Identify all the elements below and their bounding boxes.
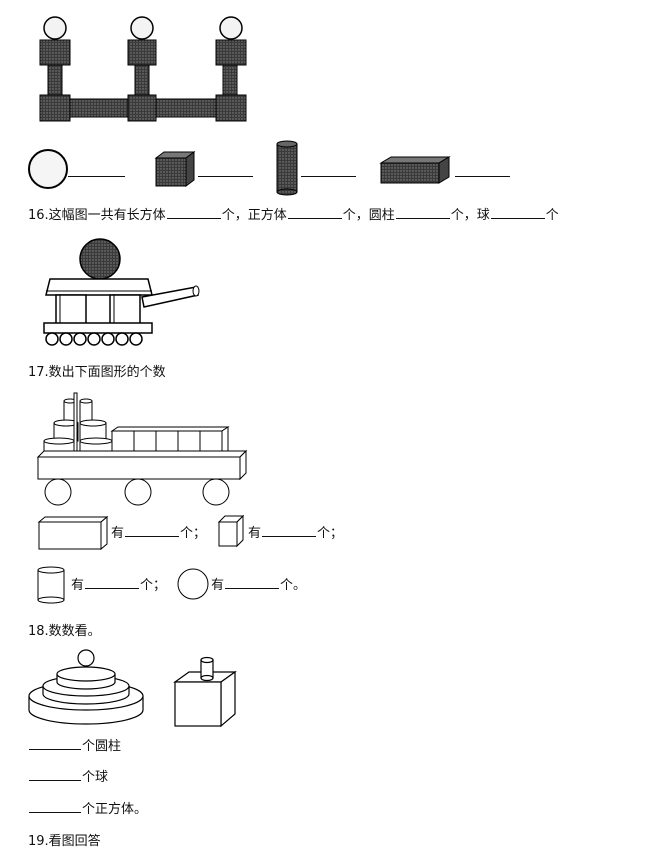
q16-cylinder-blank[interactable] [395, 217, 450, 219]
q18-title: 18.数数看。 [28, 624, 101, 639]
cylinder-answer-blank[interactable] [301, 176, 356, 177]
q16-text: 16.这幅图一共有长方体个，正方体个，圆柱个，球个 [28, 208, 559, 223]
q17-cube-row: 有个； [248, 526, 344, 541]
cube-outline-icon [217, 514, 245, 548]
q17-title: 17.数出下面图形的个数 [28, 365, 166, 380]
q17-sphere-row: 有个。 [211, 578, 307, 593]
q18-sphere-row: 个球 [28, 770, 108, 786]
q19-title: 19.看图回答 [28, 834, 101, 849]
q18-cylinder-blank[interactable] [29, 748, 81, 750]
block-structure-figure [39, 16, 247, 122]
stacked-cylinders-figure [28, 649, 144, 725]
q18-sphere-blank[interactable] [29, 779, 81, 781]
cylinder-outline-icon [37, 566, 65, 604]
cuboid-answer-blank[interactable] [455, 176, 510, 177]
q18-cube-row: 个正方体。 [28, 802, 147, 818]
q16-prefix: 16.这幅图一共有长方体 [28, 208, 166, 223]
q16-sphere-blank[interactable] [490, 217, 545, 219]
q17-cube-blank[interactable] [262, 535, 317, 537]
q16-cuboid-blank[interactable] [166, 217, 221, 219]
tank-figure [43, 238, 200, 346]
sphere-answer-blank[interactable] [68, 176, 125, 177]
cuboid-outline-icon [37, 515, 109, 551]
q17-cylinder-blank[interactable] [85, 587, 140, 589]
cube-with-cylinder-figure [173, 656, 237, 728]
cube-answer-blank[interactable] [198, 176, 253, 177]
sphere-outline-icon [177, 568, 209, 600]
q17-cuboid-row: 有个； [111, 526, 207, 541]
ship-figure [36, 392, 248, 506]
q17-cuboid-blank[interactable] [125, 535, 180, 537]
q18-cube-blank[interactable] [29, 811, 81, 813]
q18-cylinder-row: 个圆柱 [28, 739, 121, 755]
sphere-icon [28, 149, 68, 189]
q17-cylinder-row: 有个； [71, 578, 167, 593]
cylinder-icon [276, 140, 298, 196]
q17-sphere-blank[interactable] [225, 587, 280, 589]
cube-icon [154, 151, 196, 187]
q16-cube-blank[interactable] [287, 217, 342, 219]
cuboid-icon [379, 156, 451, 184]
